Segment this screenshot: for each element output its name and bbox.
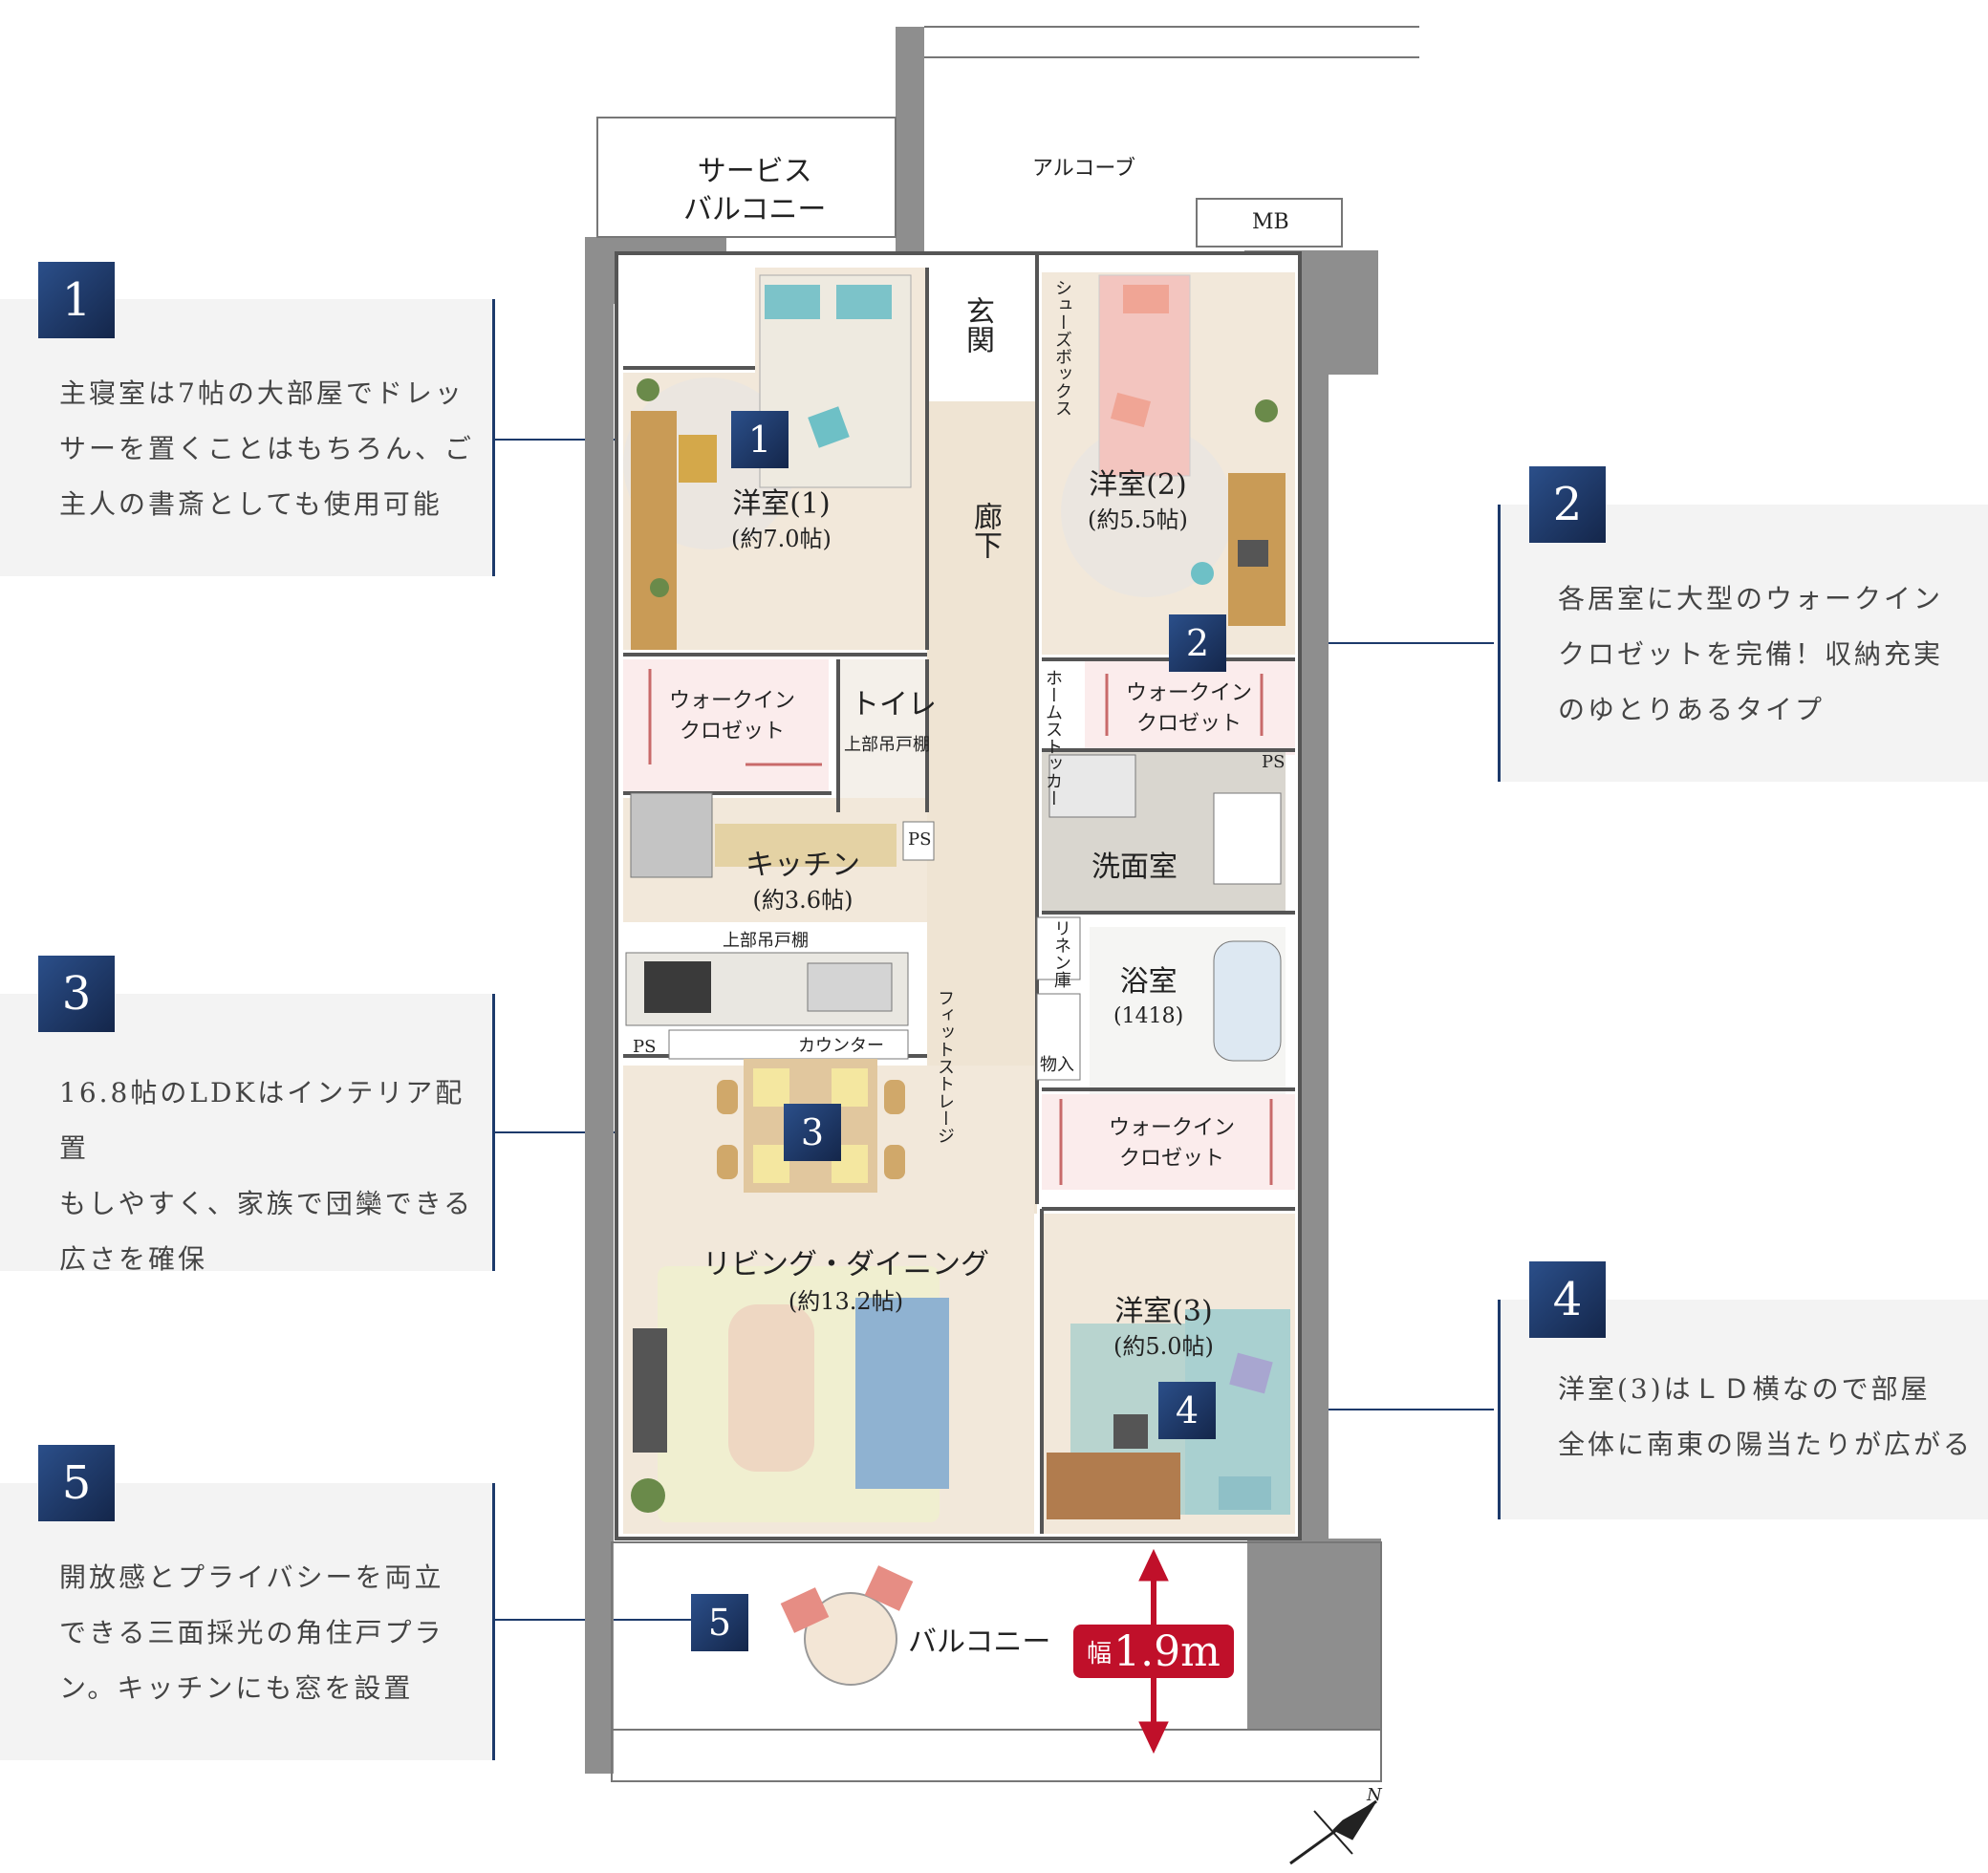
label-washroom: 洗面室 (1091, 850, 1178, 884)
label-genkan: 玄関 (961, 296, 994, 354)
callout-1-text: 主寝室は7帖の大部屋でドレッサーを置くことはもちろん、ご主人の書斎としても使用可… (59, 377, 475, 520)
label-balcony: バルコニー (908, 1625, 1051, 1659)
label-upper-cabinet-toilet: 上部吊戸棚 (844, 735, 930, 755)
callout-5: 開放感とプライバシーを両立できる三面採光の角住戸プラン。キッチンにも窓を設置 (0, 1483, 495, 1760)
label-home-stocker: ホームストッカー (1043, 669, 1063, 807)
label-wic-right: ウォークインクロゼット (1126, 681, 1253, 736)
callout-1-number: 1 (38, 262, 115, 338)
label-ps-wic: PS (1262, 752, 1286, 772)
marker-1[interactable]: 1 (731, 411, 789, 468)
callout-2-text: 各居室に大型のウォークインクロゼットを完備！収納充実のゆとりあるタイプ (1558, 583, 1944, 725)
label-kitchen: キッチン(約3.6帖) (746, 849, 860, 914)
label-linen: リネン庫 (1051, 919, 1071, 988)
label-shoes-box: シューズボックス (1052, 279, 1072, 417)
label-upper-cabinet-kitchen: 上部吊戸棚 (723, 931, 809, 951)
callout-3-number: 3 (38, 956, 115, 1032)
label-ps-counter: PS (633, 1037, 657, 1057)
label-room1: 洋室(1)(約7.0帖) (731, 487, 832, 552)
label-hallway: 廊下 (968, 502, 1002, 559)
label-mb: MB (1252, 210, 1289, 234)
label-alcove: アルコーブ (1032, 157, 1136, 181)
label-living: リビング・ダイニング(約13.2帖) (702, 1248, 989, 1315)
label-storage: 物入 (1040, 1055, 1074, 1075)
label-toilet: トイレ (851, 688, 937, 721)
marker-2[interactable]: 2 (1169, 614, 1226, 672)
label-bath: 浴室(1418) (1113, 965, 1184, 1028)
label-wic-bottom: ウォークインクロゼット (1109, 1116, 1236, 1171)
callout-2-number: 2 (1529, 466, 1606, 543)
callout-1: 主寝室は7帖の大部屋でドレッサーを置くことはもちろん、ご主人の書斎としても使用可… (0, 299, 495, 576)
compass-north-label: N (1367, 1785, 1382, 1805)
label-room2: 洋室(2)(約5.5帖) (1088, 468, 1188, 533)
label-counter: カウンター (798, 1036, 884, 1056)
label-ps-kitchen: PS (908, 829, 932, 850)
label-service-balcony: サービスバルコニー (683, 155, 827, 226)
callout-5-text: 開放感とプライバシーを両立できる三面採光の角住戸プラン。キッチンにも窓を設置 (59, 1561, 444, 1704)
callout-3: 16.8帖のLDKはインテリア配置もしやすく、家族で団欒できる広さを確保 (0, 994, 495, 1275)
callout-3-text: 16.8帖のLDKはインテリア配置もしやすく、家族で団欒できる広さを確保 (59, 1077, 474, 1275)
label-fit-storage: フィットストレージ (935, 989, 955, 1144)
marker-4[interactable]: 4 (1158, 1382, 1216, 1439)
label-wic-left: ウォークインクロゼット (669, 689, 796, 743)
marker-3[interactable]: 3 (784, 1104, 841, 1161)
callout-4-text: 洋室(3)はＬＤ横なので部屋全体に南東の陽当たりが広がる (1558, 1373, 1974, 1460)
marker-5[interactable]: 5 (691, 1594, 748, 1651)
callout-5-number: 5 (38, 1445, 115, 1521)
callout-4-number: 4 (1529, 1261, 1606, 1338)
label-room3: 洋室(3)(約5.0帖) (1113, 1295, 1214, 1360)
callout-2: 各居室に大型のウォークインクロゼットを完備！収納充実のゆとりあるタイプ (1498, 505, 1988, 782)
